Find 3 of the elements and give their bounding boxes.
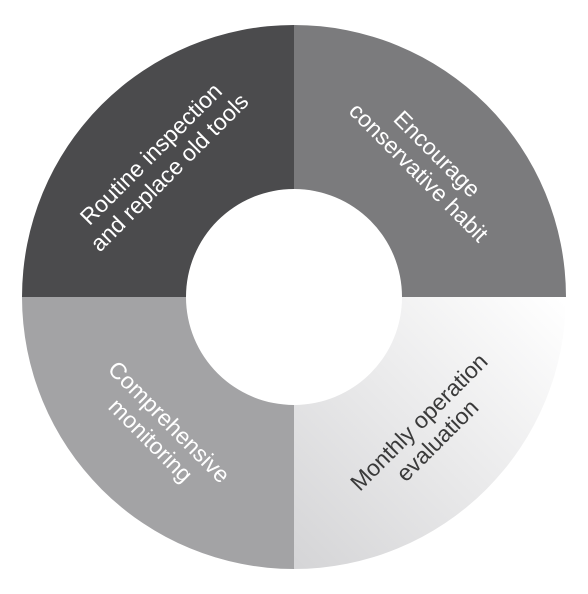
- ring-segment: [22, 25, 294, 297]
- ring-segment: [22, 297, 294, 569]
- ring-segment: [294, 25, 566, 297]
